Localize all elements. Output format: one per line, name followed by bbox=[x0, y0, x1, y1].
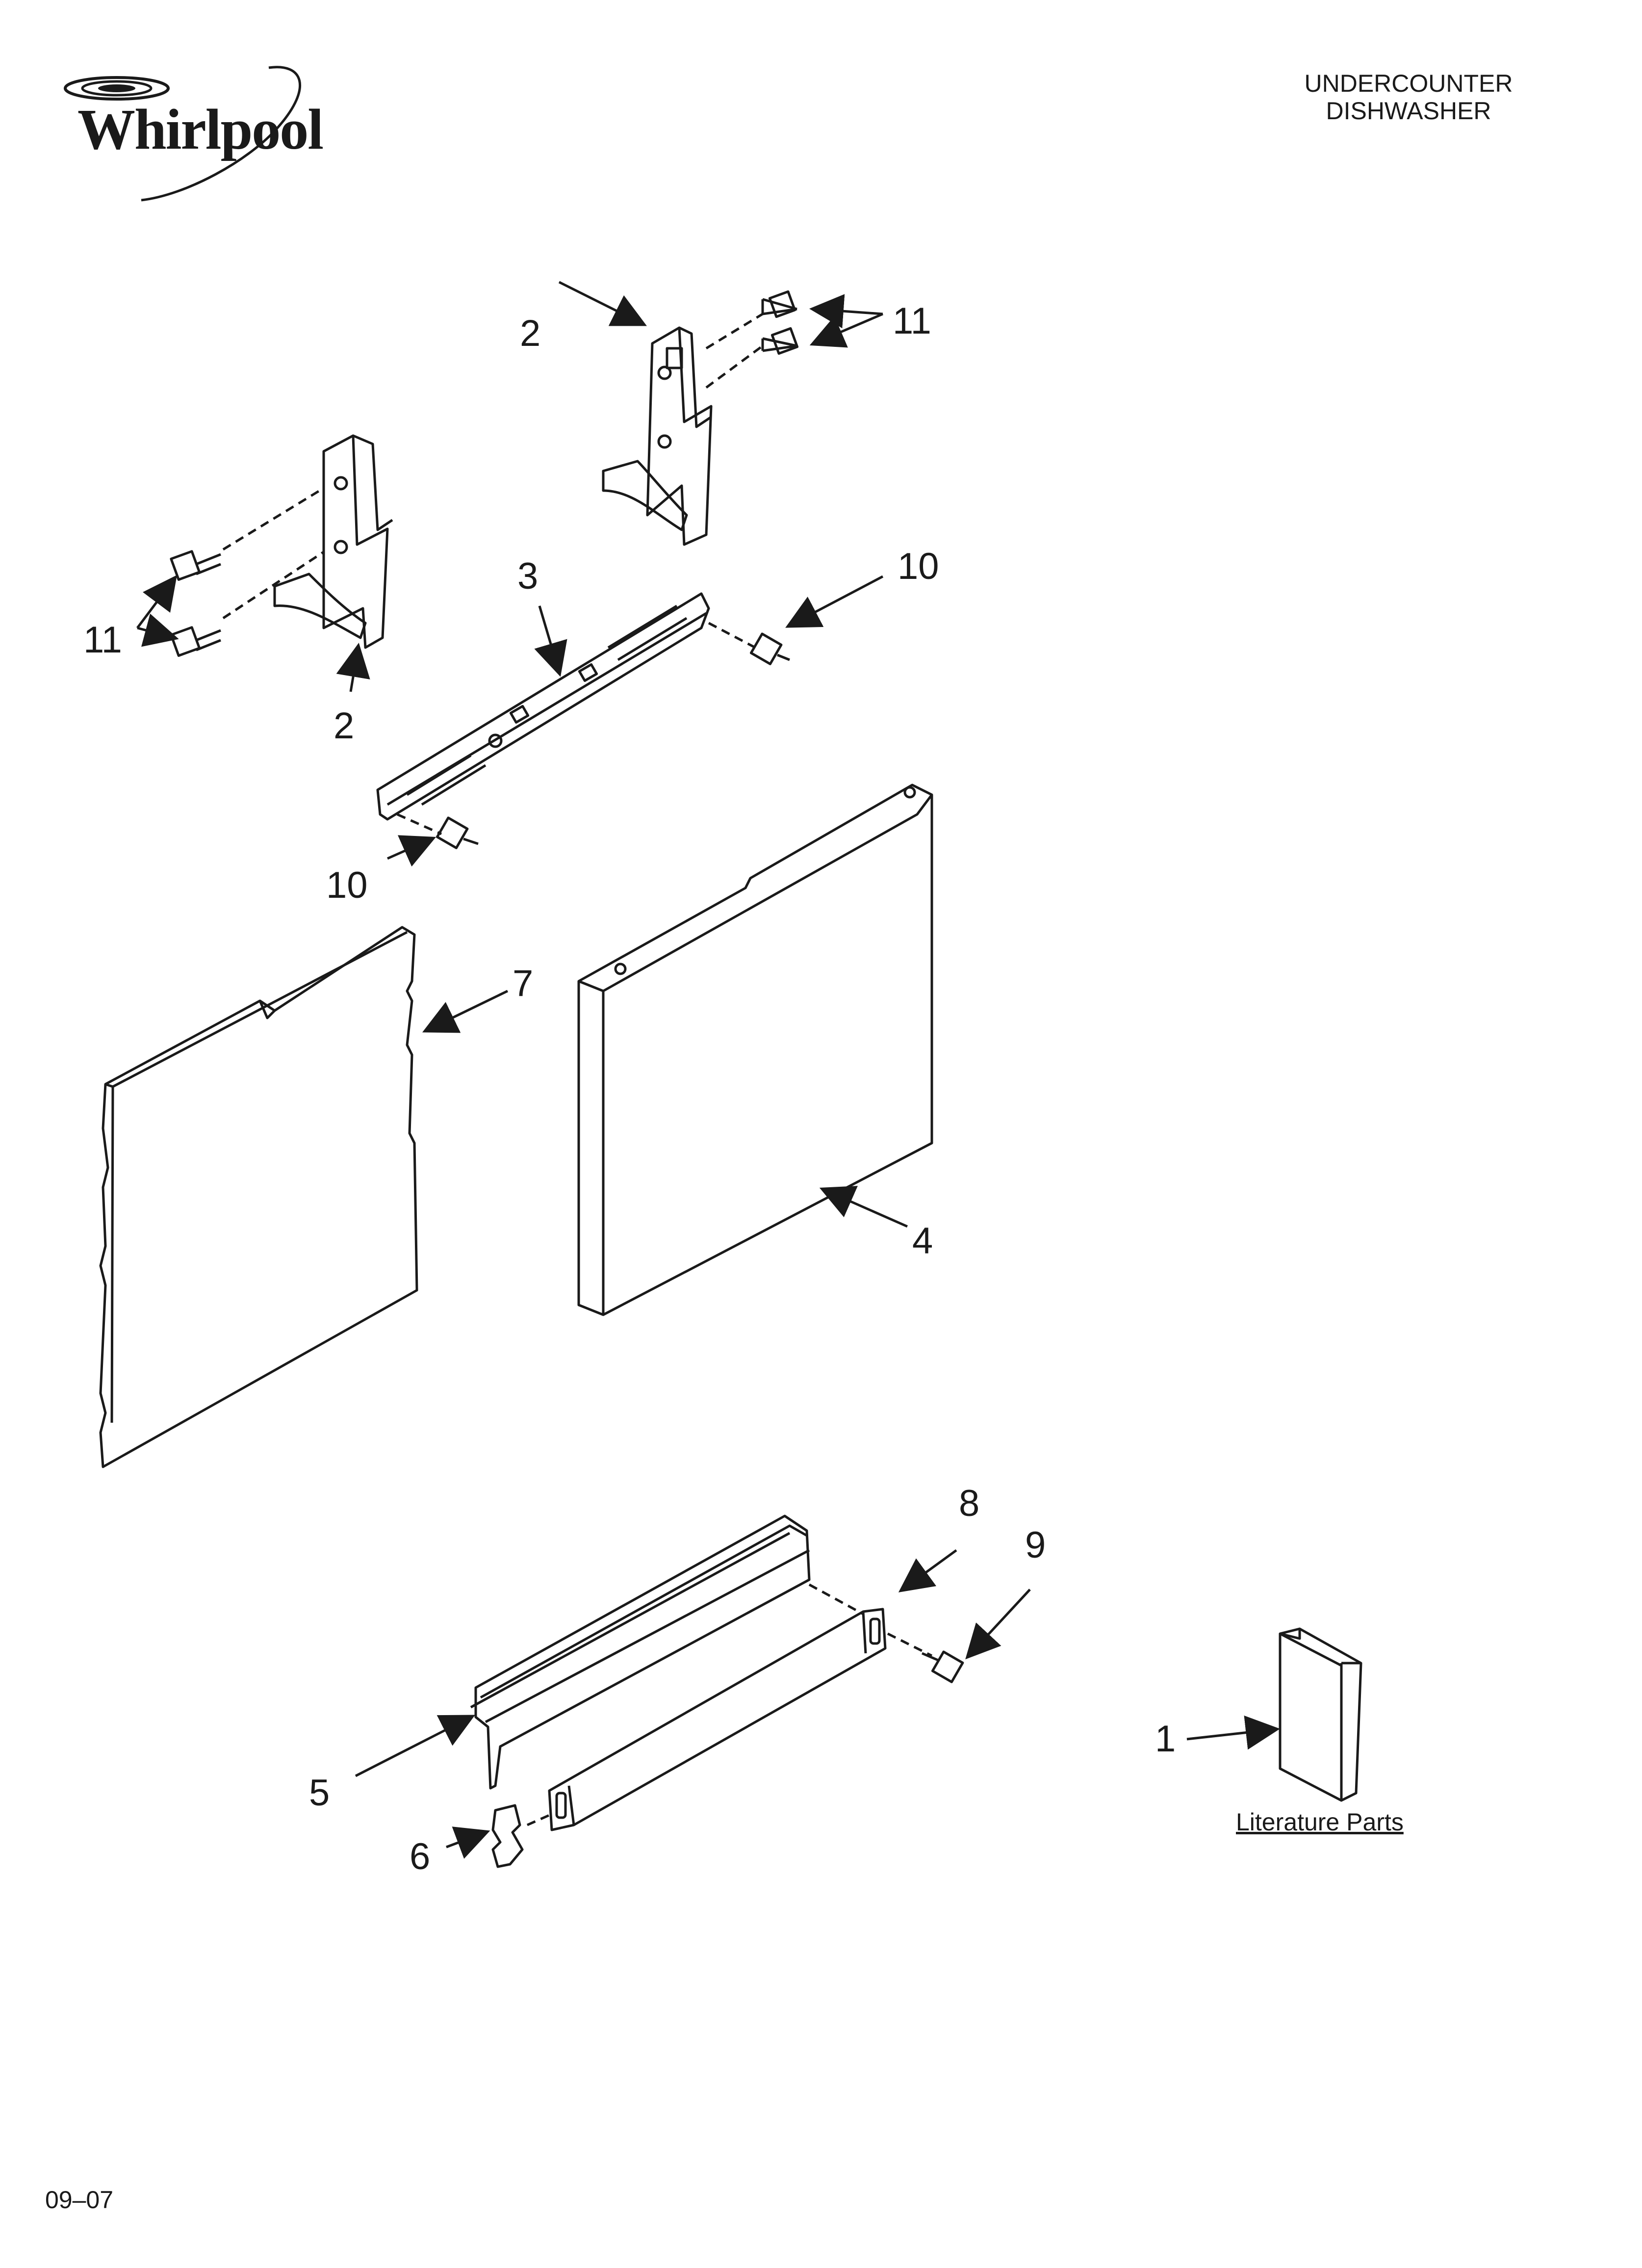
callout-11-left: 11 bbox=[83, 619, 122, 661]
kick-plate bbox=[548, 1608, 887, 1831]
clip-part-6 bbox=[491, 1804, 524, 1868]
screw-11-top-b bbox=[761, 327, 799, 355]
revision-date: 09–07 bbox=[45, 2186, 114, 2214]
screw-11-top-a bbox=[761, 290, 797, 318]
brand-name: Whirlpool bbox=[77, 97, 324, 161]
literature-booklet bbox=[1279, 1627, 1362, 1802]
callout-7: 7 bbox=[513, 963, 533, 1004]
callout-3: 3 bbox=[517, 555, 538, 597]
outer-door-panel bbox=[577, 783, 933, 1316]
screw-11-left-a bbox=[170, 550, 221, 581]
callout-4: 4 bbox=[912, 1220, 933, 1262]
door-hinge-bracket-top bbox=[602, 326, 713, 546]
title-line-2: DISHWASHER bbox=[1326, 97, 1491, 125]
screw-10-right bbox=[749, 632, 790, 665]
door-rail bbox=[376, 592, 710, 821]
document-title: UNDERCOUNTER DISHWASHER bbox=[1237, 70, 1580, 125]
screw-11-left-b bbox=[170, 626, 221, 657]
screw-9 bbox=[922, 1650, 964, 1683]
callout-2-top: 2 bbox=[520, 313, 540, 354]
screw-10-left bbox=[436, 816, 479, 849]
logo-swirl-icon bbox=[64, 66, 302, 202]
toe-panel bbox=[470, 1514, 811, 1790]
callout-11-top: 11 bbox=[893, 300, 931, 342]
title-line-1: UNDERCOUNTER bbox=[1304, 70, 1513, 97]
inner-door-panel bbox=[99, 926, 418, 1468]
callout-8: 8 bbox=[959, 1483, 979, 1524]
callout-5: 5 bbox=[309, 1772, 330, 1814]
whirlpool-logo: Whirlpool bbox=[58, 58, 342, 205]
literature-parts-label: Literature Parts bbox=[1236, 1808, 1404, 1836]
callout-2-left: 2 bbox=[334, 705, 354, 747]
callout-1: 1 bbox=[1155, 1718, 1176, 1760]
door-hinge-bracket-left bbox=[273, 434, 393, 649]
callout-10-right: 10 bbox=[898, 546, 939, 587]
callout-10-left: 10 bbox=[326, 864, 368, 906]
callout-6: 6 bbox=[410, 1836, 430, 1877]
callout-9: 9 bbox=[1025, 1524, 1046, 1566]
